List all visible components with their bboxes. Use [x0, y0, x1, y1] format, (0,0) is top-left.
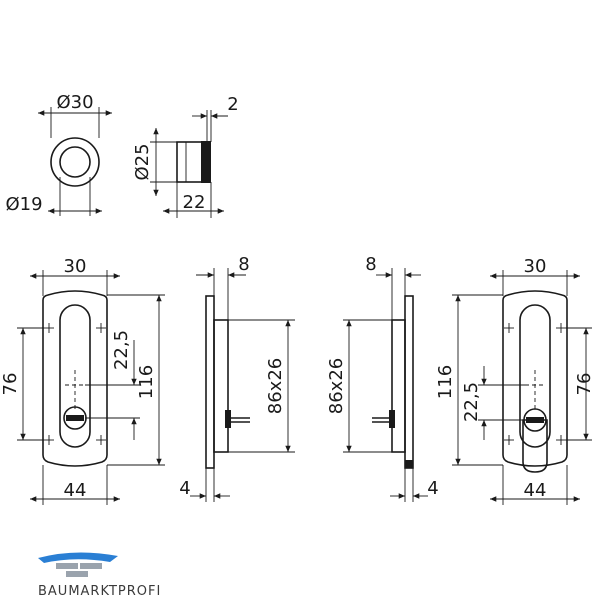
top-cylinder-side-view: Ø25 22 2	[132, 94, 239, 218]
logo-brick-icon	[56, 563, 78, 569]
dim-rosette-outer-dia: Ø30	[56, 92, 93, 113]
dim-left-height-116: 116	[136, 365, 157, 399]
dim-right-side-plate: 4	[427, 478, 438, 499]
top-rosette-front-view: Ø30 Ø19	[5, 92, 112, 216]
dim-left-side-depth: 8	[238, 254, 249, 275]
dim-rosette-inner-dia: Ø19	[5, 194, 42, 215]
brand-logo-text: BAUMARKTPROFI	[38, 584, 161, 599]
dim-right-side-depth: 8	[365, 254, 376, 275]
dim-left-side-plate: 4	[179, 478, 190, 499]
dim-left-offset: 22,5	[111, 330, 132, 370]
dim-cylinder-length: 22	[183, 192, 206, 213]
dim-right-offset: 22,5	[461, 382, 482, 422]
dim-right-width-bottom: 44	[524, 480, 547, 501]
brand-logo: BAUMARKTPROFI	[38, 552, 161, 599]
dim-right-height-76: 76	[574, 373, 595, 396]
dim-left-height-76: 76	[0, 373, 21, 396]
dim-flange: 2	[227, 94, 238, 115]
dim-cylinder-dia: Ø25	[132, 143, 153, 180]
dim-left-width-top: 30	[64, 256, 87, 277]
left-escutcheon-front-view: 30 76 22,5 116 44	[0, 256, 165, 505]
dim-right-width-top: 30	[524, 256, 547, 277]
dim-left-width-bottom: 44	[64, 480, 87, 501]
left-escutcheon-side-view: 8 86x26 4	[179, 254, 295, 502]
logo-swoosh-icon	[38, 552, 118, 563]
dim-right-height-116: 116	[435, 365, 456, 399]
dim-right-side-cutout: 86x26	[326, 358, 347, 414]
right-escutcheon-side-view: 8 86x26 4	[326, 254, 439, 502]
right-escutcheon-front-view: 30 76 22,5 116 44	[435, 256, 595, 505]
dim-left-side-cutout: 86x26	[265, 358, 286, 414]
